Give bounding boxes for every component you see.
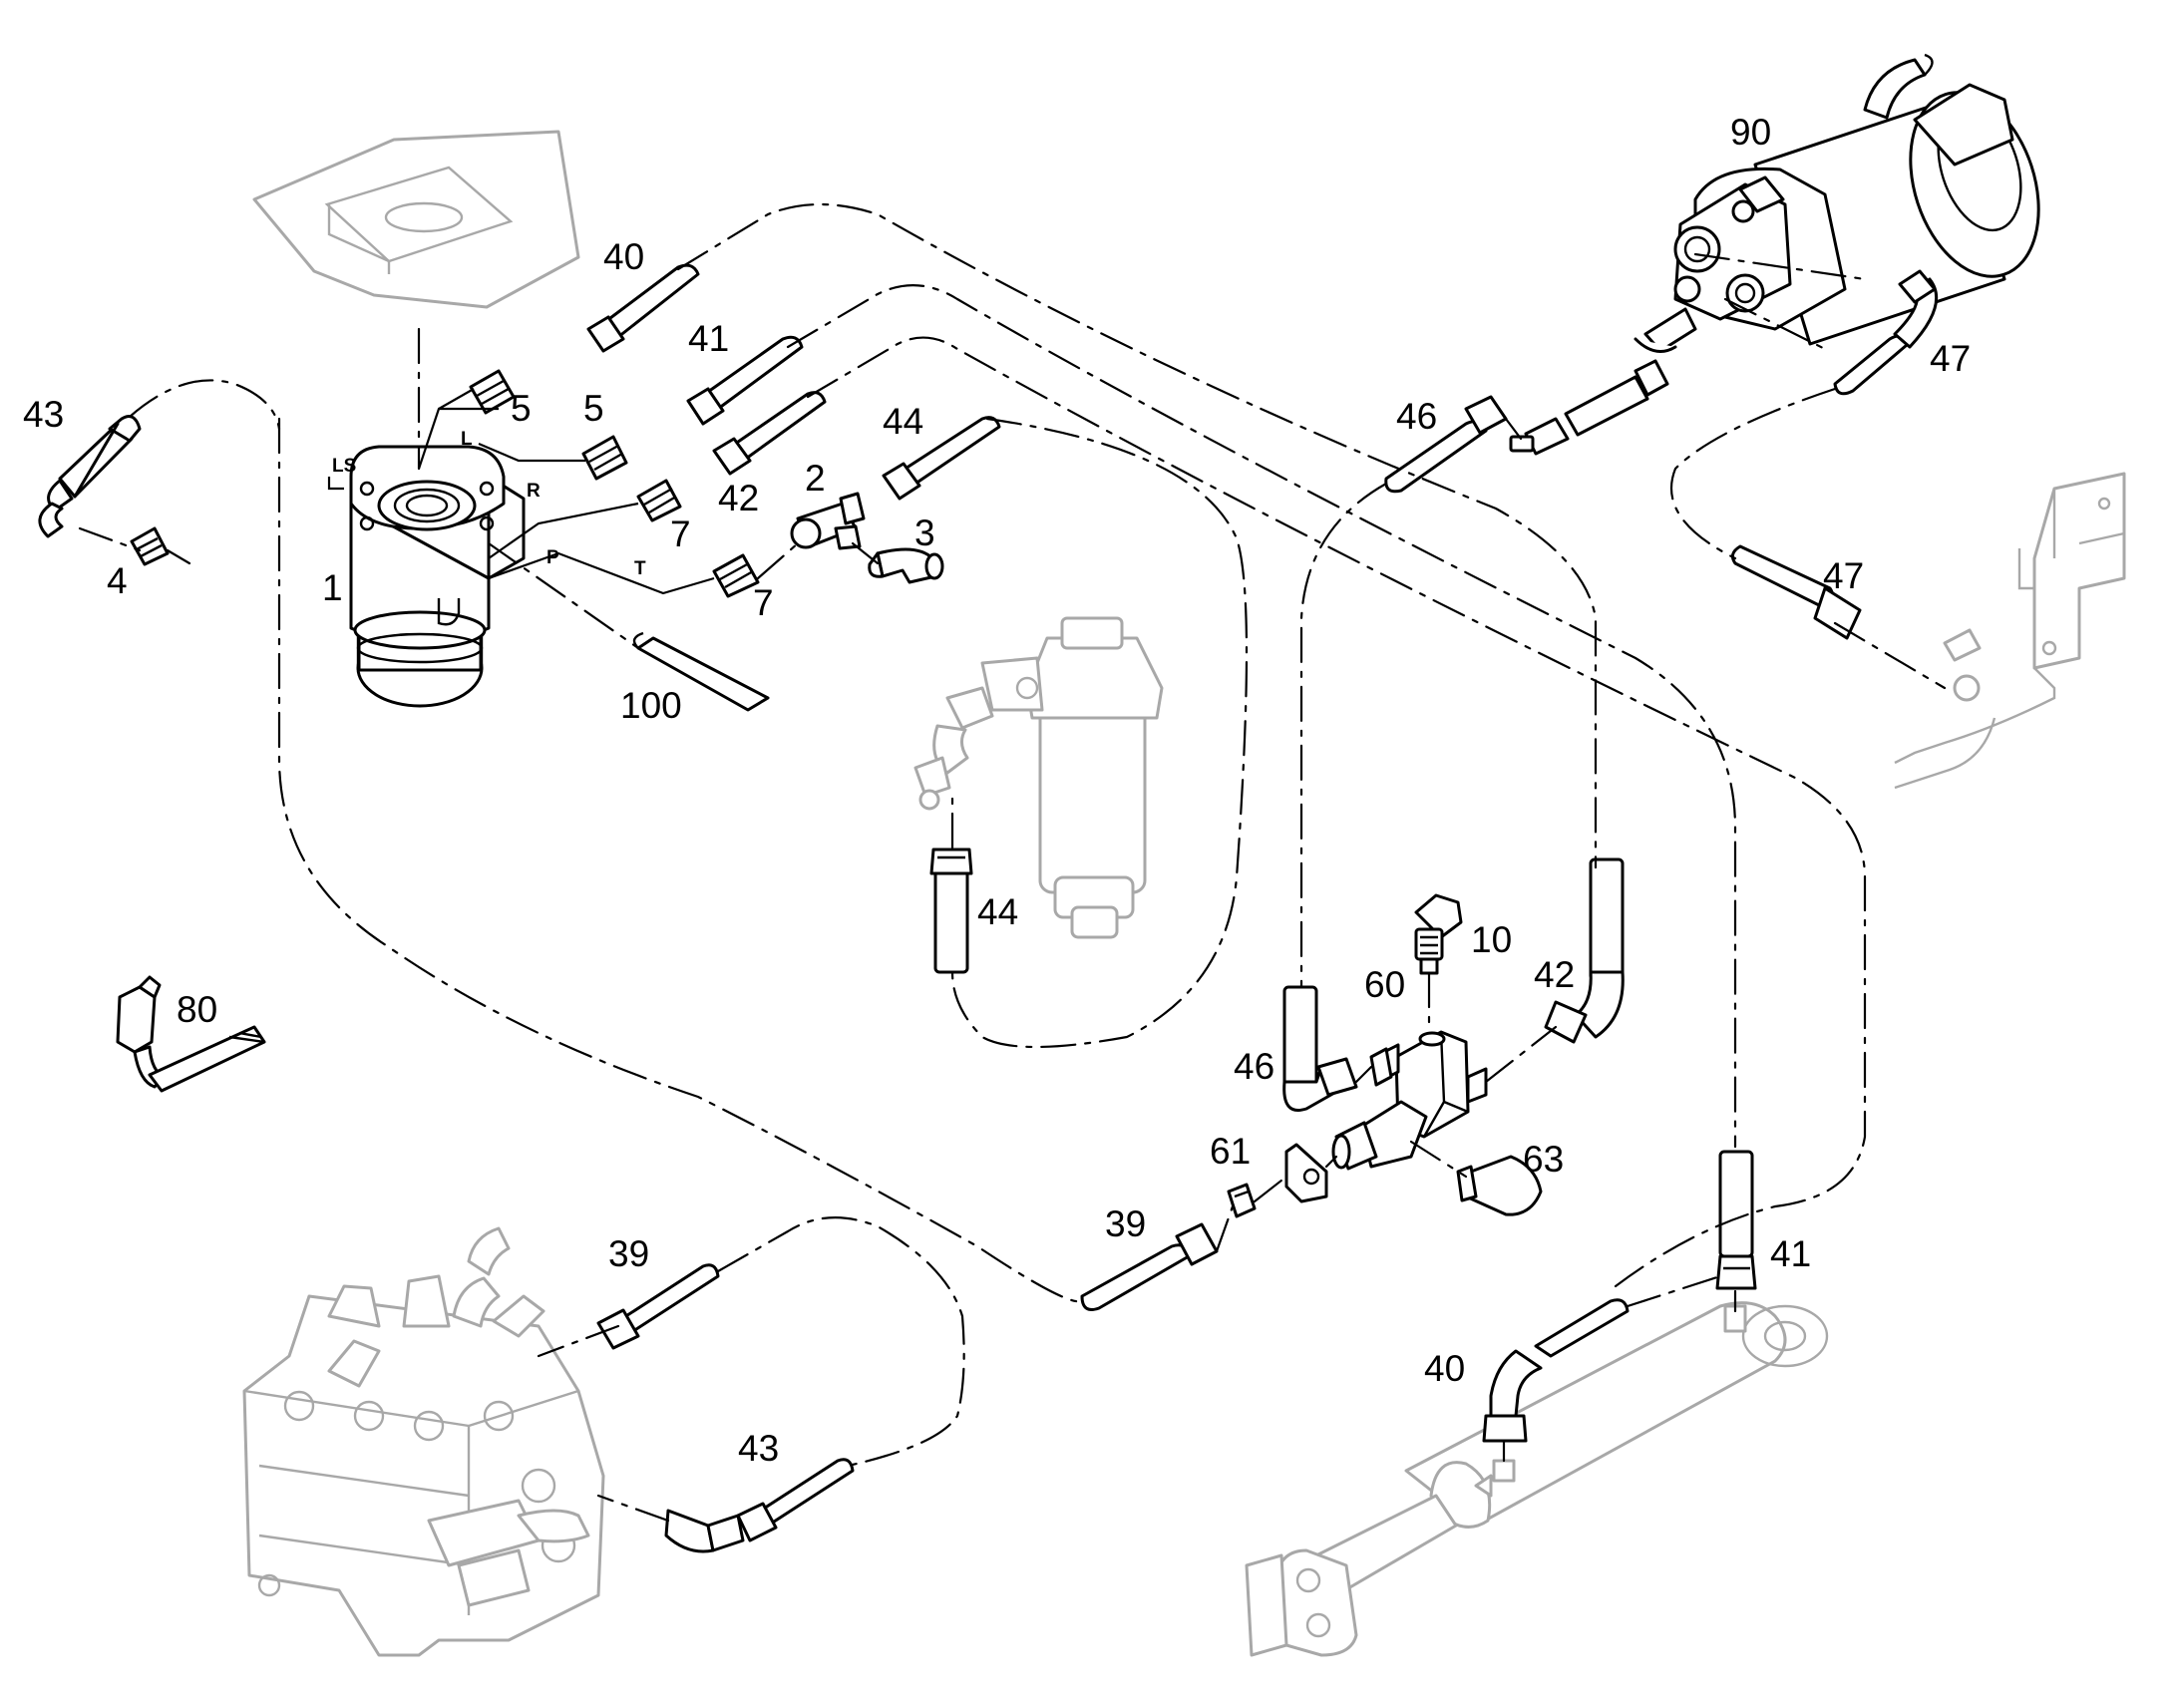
hose-44-filter [929, 848, 973, 974]
callout-7b: 7 [753, 582, 774, 623]
port-p: P [546, 547, 559, 568]
hose-46-lower [1282, 985, 1358, 1112]
callout-61: 61 [1210, 1131, 1251, 1172]
callout-60: 60 [1364, 964, 1405, 1005]
hose-40-lower [1482, 1298, 1630, 1483]
pump-motor [1673, 53, 2040, 346]
mounting-bracket [1894, 472, 2126, 790]
callout-42-top: 42 [718, 478, 759, 518]
seat-switch-80 [116, 975, 266, 1093]
port-l: L [461, 429, 473, 450]
callout-39-mid: 39 [1105, 1203, 1146, 1244]
callout-labels: 43 4 1 5 5 40 41 42 2 44 7 3 7 100 90 47… [23, 112, 1971, 1469]
hose-42-right [1544, 857, 1625, 1044]
valve-block-60 [1331, 1030, 1488, 1171]
callout-40-top: 40 [603, 236, 644, 277]
control-valve-block [242, 1226, 605, 1657]
callout-43-top: 43 [23, 394, 64, 435]
hose-39-left [596, 1263, 720, 1350]
port-t: T [634, 558, 646, 579]
hose-47-lower [1730, 544, 1862, 640]
callout-63: 63 [1523, 1139, 1564, 1180]
hydraulic-cylinder [1245, 1301, 1829, 1657]
port-ls: LS [332, 456, 356, 477]
pressure-sensor-10 [1414, 893, 1463, 975]
pump-elbow-fitting [1634, 307, 1697, 353]
hose-43-top [38, 415, 142, 538]
callout-40-lower: 40 [1424, 1348, 1465, 1389]
fitting-4 [130, 526, 170, 566]
sensor-connector [1509, 359, 1669, 456]
callout-5a: 5 [511, 388, 532, 429]
callout-39-left: 39 [608, 1233, 649, 1274]
fitting-5a [469, 369, 516, 415]
hose-42-top [712, 391, 827, 476]
callout-46-top: 46 [1396, 396, 1437, 437]
callout-44-top: 44 [883, 401, 923, 442]
callout-46-lower: 46 [1234, 1046, 1274, 1087]
hose-41-top [686, 335, 804, 426]
callout-47-top: 47 [1930, 338, 1971, 379]
fitting-7b [712, 553, 760, 598]
port-r: R [527, 481, 541, 502]
fitting-7a [636, 479, 682, 522]
hose-43-bottom [664, 1458, 855, 1553]
tee-fitting-2 [790, 492, 866, 550]
port-brackets [327, 388, 715, 595]
callout-10: 10 [1471, 919, 1512, 960]
hose-40-top [586, 263, 700, 353]
cap-63 [1456, 1155, 1543, 1216]
fitting-5b [581, 435, 628, 481]
floor-plate [252, 130, 580, 309]
callout-5b: 5 [583, 388, 604, 429]
elbow-fitting-3 [868, 547, 944, 584]
callout-90: 90 [1730, 112, 1771, 153]
callout-43-bottom: 43 [738, 1428, 779, 1469]
callout-3: 3 [914, 512, 935, 553]
hose-39-mid [1080, 1222, 1219, 1311]
callout-44-filter: 44 [977, 891, 1018, 932]
callout-47-lower: 47 [1823, 555, 1864, 596]
nut-61 [1227, 1183, 1257, 1218]
callout-41-right: 41 [1770, 1233, 1811, 1274]
callout-2: 2 [805, 458, 826, 499]
oil-filter [913, 616, 1164, 939]
callout-1: 1 [322, 567, 343, 608]
callout-4: 4 [107, 560, 128, 601]
hose-41-right [1715, 1150, 1757, 1333]
callout-7a: 7 [670, 513, 691, 554]
bracket-fitting [1943, 628, 1982, 702]
hose-44-top [882, 416, 1001, 501]
callout-100: 100 [620, 685, 682, 726]
steering-unit [349, 445, 526, 708]
callout-42-right: 42 [1534, 954, 1575, 995]
plate-61 [1284, 1143, 1328, 1203]
callout-41-top: 41 [688, 318, 729, 359]
leader-lines [78, 202, 1947, 1523]
callout-80: 80 [177, 989, 217, 1030]
hose-47-top [1833, 269, 1939, 396]
